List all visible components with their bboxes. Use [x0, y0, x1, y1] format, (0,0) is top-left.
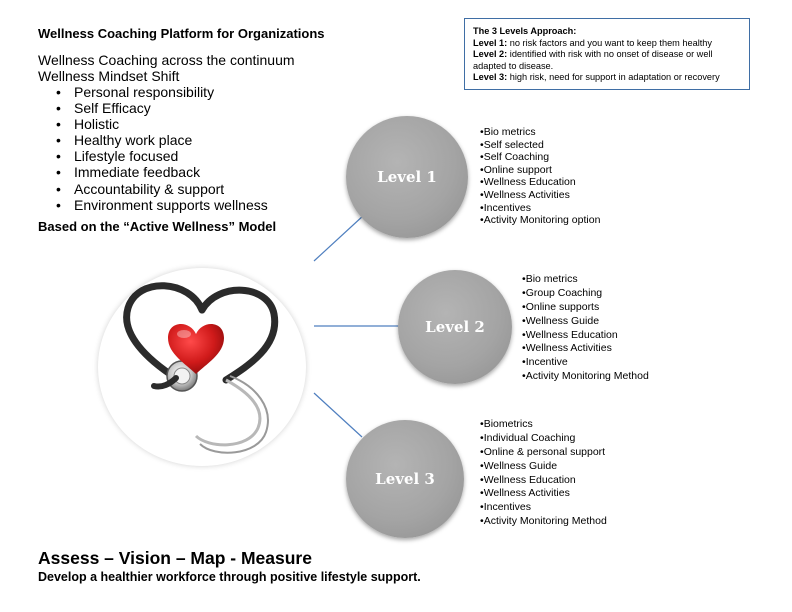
list-item: Incentives: [480, 202, 600, 215]
list-item: Wellness Education: [480, 474, 607, 488]
level-3-list: Biometrics Individual Coaching Online & …: [480, 418, 607, 529]
list-item: Lifestyle focused: [56, 148, 268, 164]
stethoscope-heart-image: [98, 268, 306, 466]
list-item: Wellness Education: [522, 329, 649, 343]
list-item: Personal responsibility: [56, 84, 268, 100]
stethoscope-heart-icon: [123, 282, 279, 454]
footer-headline: Assess – Vision – Map - Measure: [38, 548, 312, 568]
footer-tagline: Develop a healthier workforce through po…: [38, 570, 421, 584]
list-item: Bio metrics: [522, 273, 649, 287]
mindset-list: Personal responsibility Self Efficacy Ho…: [56, 84, 268, 213]
levels-box-row: Level 1: no risk factors and you want to…: [473, 38, 741, 50]
list-item: Bio metrics: [480, 126, 600, 139]
list-item: Online support: [480, 164, 600, 177]
list-item: Self Coaching: [480, 151, 600, 164]
levels-box-row-label: Level 3:: [473, 72, 508, 82]
list-item: Biometrics: [480, 418, 607, 432]
list-item: Online & personal support: [480, 446, 607, 460]
list-item: Immediate feedback: [56, 164, 268, 180]
list-item: Individual Coaching: [480, 432, 607, 446]
list-item: Activity Monitoring option: [480, 214, 601, 227]
list-item: Healthy work place: [56, 132, 268, 148]
connector-line-level-3: [313, 392, 363, 438]
subtitle-mindset: Wellness Mindset Shift: [38, 68, 180, 84]
list-item: Self selected: [480, 139, 600, 152]
levels-box-row-label: Level 2:: [473, 49, 508, 59]
level-2-circle: Level 2: [398, 270, 512, 384]
list-item: Incentive: [522, 356, 649, 370]
list-item: Wellness Activities: [480, 189, 600, 202]
level-2-list: Bio metrics Group Coaching Online suppor…: [522, 273, 649, 384]
levels-box-row: Level 3: high risk, need for support in …: [473, 72, 741, 84]
levels-box-row-label: Level 1:: [473, 37, 508, 48]
list-item: Online supports: [522, 301, 649, 315]
levels-box-row: Level 2: identified with risk with no on…: [473, 49, 741, 72]
model-note: Based on the “Active Wellness” Model: [38, 219, 277, 234]
levels-box-row-text: identified with risk with no onset of di…: [473, 49, 713, 71]
list-item: Self Efficacy: [56, 100, 268, 116]
list-item: Group Coaching: [522, 287, 649, 301]
list-item: Wellness Education: [480, 176, 600, 189]
level-3-circle: Level 3: [346, 420, 464, 538]
levels-approach-box: The 3 Levels Approach: Level 1: no risk …: [464, 18, 750, 90]
list-item: Accountability & support: [56, 181, 268, 197]
page-title: Wellness Coaching Platform for Organizat…: [38, 26, 325, 41]
list-item: Incentives: [480, 501, 607, 515]
list-item: Wellness Activities: [522, 342, 649, 356]
list-item: Activity Monitoring Method: [480, 515, 607, 529]
connector-line-level-1: [313, 214, 365, 262]
list-item: Holistic: [56, 116, 268, 132]
list-item: Wellness Guide: [480, 460, 607, 474]
level-1-circle: Level 1: [346, 116, 468, 238]
levels-box-row-text: no risk factors and you want to keep the…: [507, 37, 713, 48]
list-item: Environment supports wellness: [56, 197, 268, 213]
list-item: Activity Monitoring Method: [522, 370, 649, 384]
level-1-list: Bio metrics Self selected Self Coaching …: [480, 126, 601, 227]
list-item: Wellness Guide: [522, 315, 649, 329]
subtitle-continuum: Wellness Coaching across the continuum: [38, 52, 295, 68]
list-item: Wellness Activities: [480, 487, 607, 501]
levels-box-heading: The 3 Levels Approach:: [473, 26, 577, 36]
levels-box-row-text: high risk, need for support in adaptatio…: [507, 72, 720, 82]
